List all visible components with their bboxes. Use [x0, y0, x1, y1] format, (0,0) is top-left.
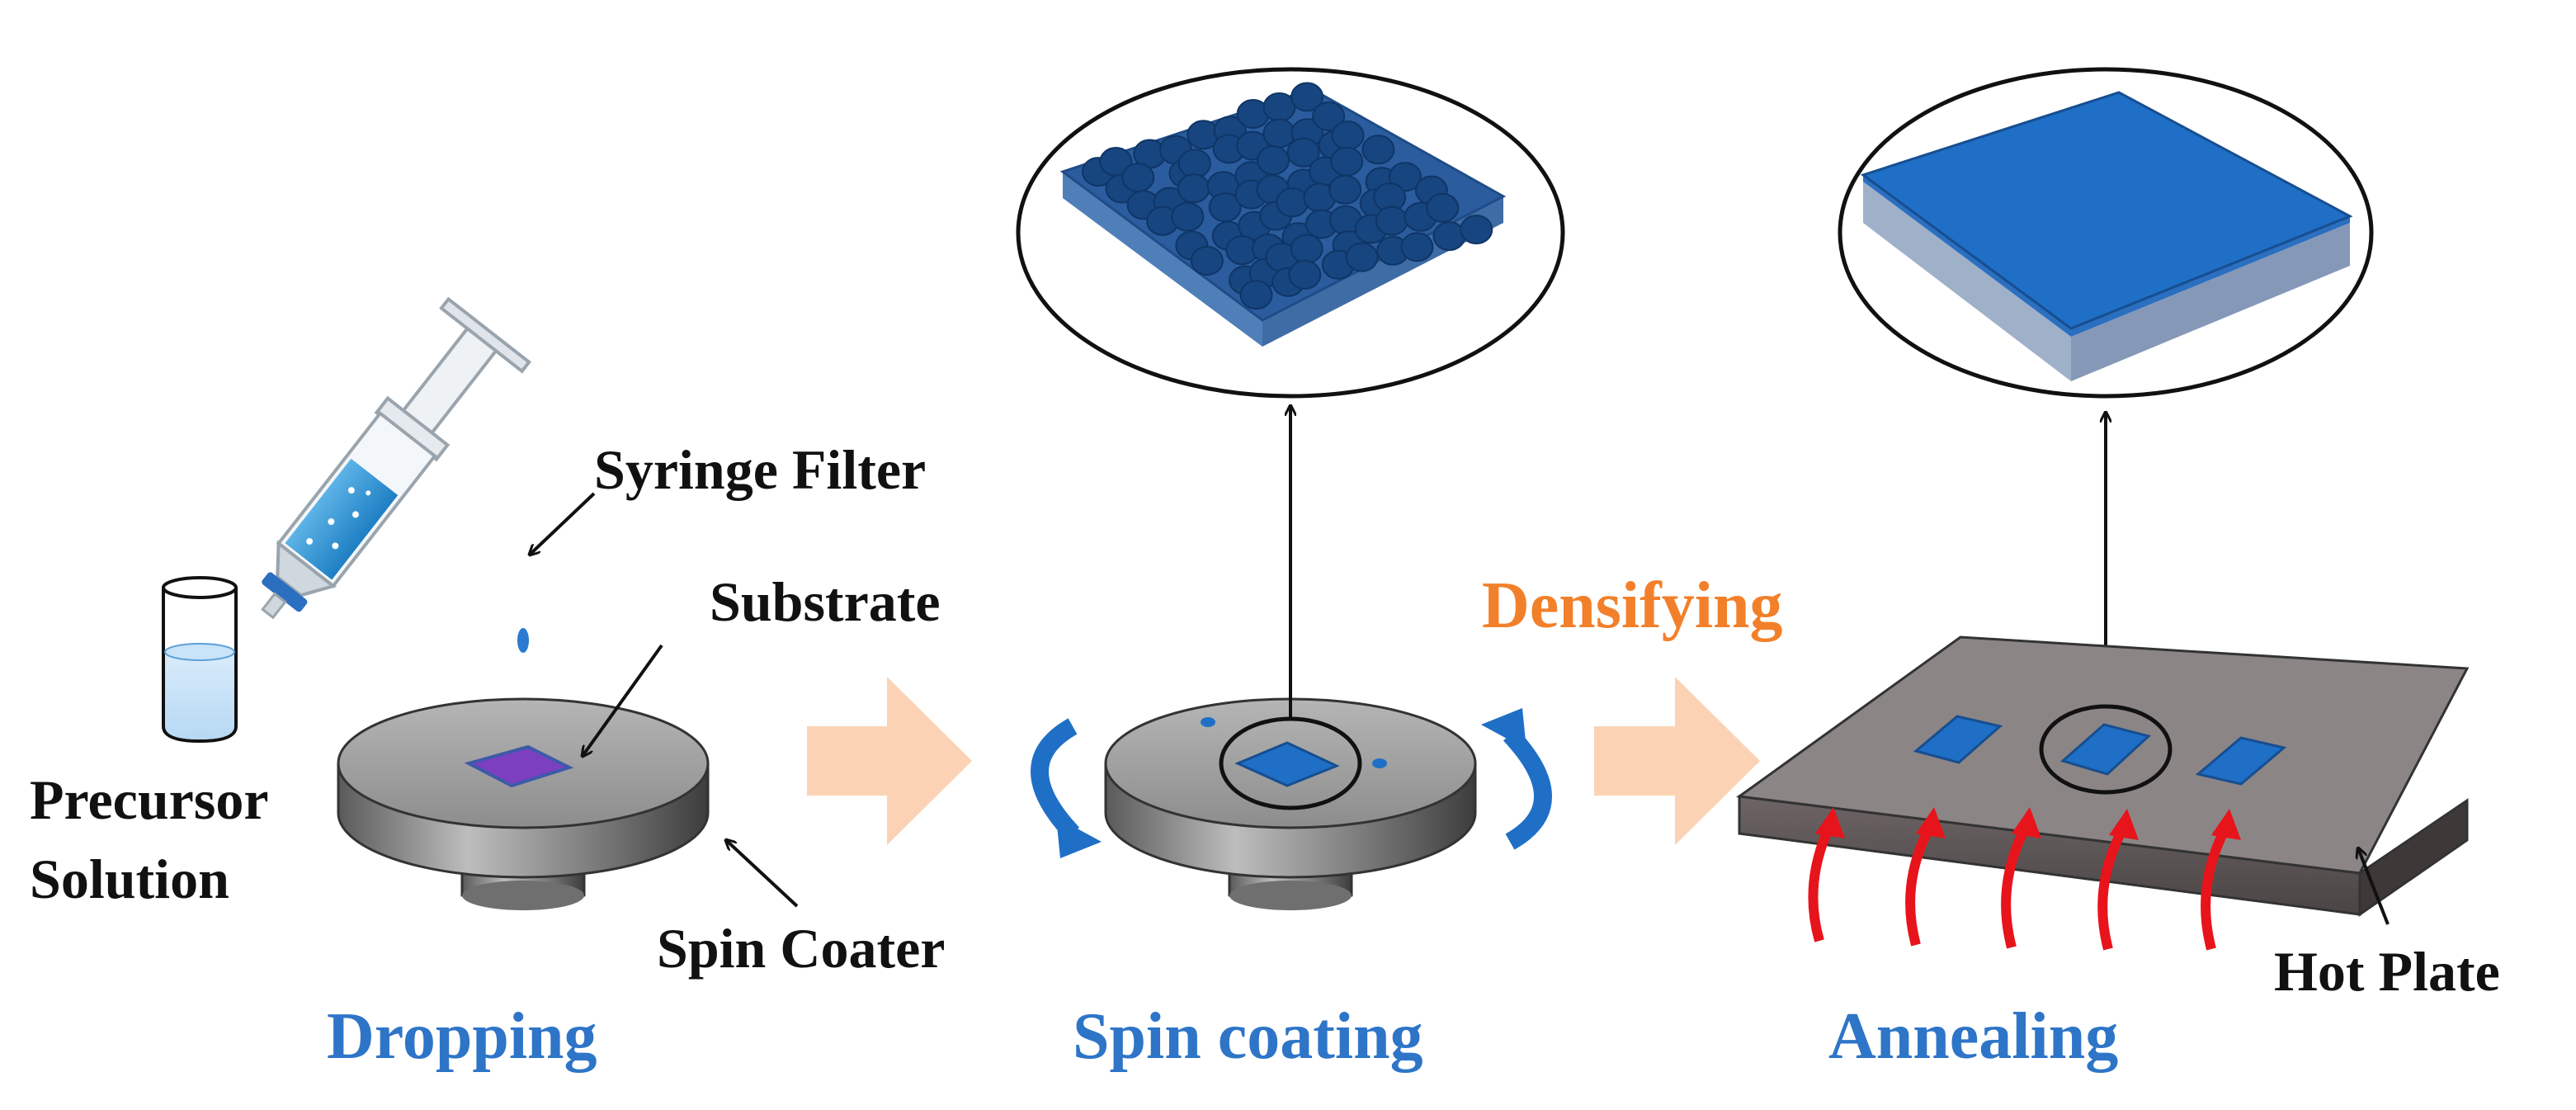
solution-drop	[517, 628, 529, 653]
nanoparticle	[1262, 118, 1296, 149]
plate-substrate-3	[2195, 736, 2287, 786]
heat-arrows	[1808, 823, 2231, 951]
label-solution: Solution	[30, 848, 229, 910]
spin-coater-dropping	[337, 697, 710, 910]
callout-spin-coater	[726, 840, 799, 908]
nanoparticle	[1361, 135, 1395, 165]
nanoparticle	[1290, 234, 1323, 264]
plate-substrate-1	[1913, 715, 2003, 764]
coated-substrate	[1234, 741, 1340, 787]
zoom-circle-small-plate	[2039, 704, 2173, 795]
substrate-purple	[464, 744, 574, 788]
callout-substrate	[583, 644, 663, 756]
nanoparticle	[1330, 146, 1364, 177]
label-precursor: Precursor	[30, 768, 269, 831]
nanoparticle	[1432, 221, 1466, 252]
nanoparticle	[1426, 192, 1460, 223]
label-hot-plate: Hot Plate	[2274, 940, 2500, 1003]
zoom-nanoparticle-film	[1016, 67, 1565, 399]
flow-arrow-2	[1594, 677, 1760, 845]
nanoparticle	[1177, 149, 1211, 179]
label-substrate: Substrate	[710, 570, 941, 633]
zoom-dense-film	[1838, 67, 2374, 399]
nanoparticles	[1082, 82, 1493, 310]
plate-substrate-2	[2059, 723, 2152, 776]
nanoparticle	[1375, 205, 1408, 236]
nanoparticle	[1177, 173, 1210, 204]
nanoparticle	[1312, 102, 1346, 131]
nanoparticle	[1257, 145, 1290, 176]
precursor-beaker	[162, 576, 238, 744]
heat-arrowheads	[1815, 807, 2241, 840]
step-dropping: Dropping	[327, 1000, 597, 1073]
callout-syringe-filter	[530, 492, 596, 555]
step-annealing: Annealing	[1828, 1000, 2118, 1073]
label-spin-coater: Spin Coater	[657, 917, 945, 980]
nanoparticle	[1239, 280, 1273, 310]
nanoparticle	[1262, 92, 1296, 122]
syringe-icon	[261, 296, 532, 620]
nanoparticle	[1286, 137, 1320, 168]
nanoparticle	[1288, 260, 1322, 290]
nanoparticle	[1460, 215, 1493, 245]
step-spin-coating: Spin coating	[1073, 1000, 1423, 1073]
nanoparticle	[1389, 162, 1422, 192]
flow-arrow-1	[807, 677, 972, 845]
nanoparticle	[1328, 174, 1362, 205]
nanoparticle	[1345, 242, 1379, 272]
nanoparticle	[1208, 192, 1242, 223]
nanoparticle	[1400, 232, 1434, 262]
nanoparticle	[1171, 201, 1205, 232]
nanoparticle	[1190, 246, 1224, 276]
callout-hot-plate	[2358, 848, 2390, 925]
rotation-arrowhead-left	[1056, 817, 1102, 858]
nanoparticle	[1331, 120, 1365, 151]
label-syringe-filter: Syringe Filter	[594, 438, 926, 501]
spin-coater-spinning	[1104, 697, 1477, 910]
step-densifying: Densifying	[1482, 569, 1783, 642]
rotation-arrow-left	[1031, 718, 1080, 840]
nanoparticle	[1276, 187, 1309, 218]
zoom-circle-small	[1219, 716, 1362, 810]
rotation-arrowhead-right	[1481, 708, 1526, 749]
nanoparticle	[1121, 163, 1155, 193]
rotation-arrow-right	[1503, 728, 1552, 850]
nanoparticle	[1290, 82, 1324, 112]
